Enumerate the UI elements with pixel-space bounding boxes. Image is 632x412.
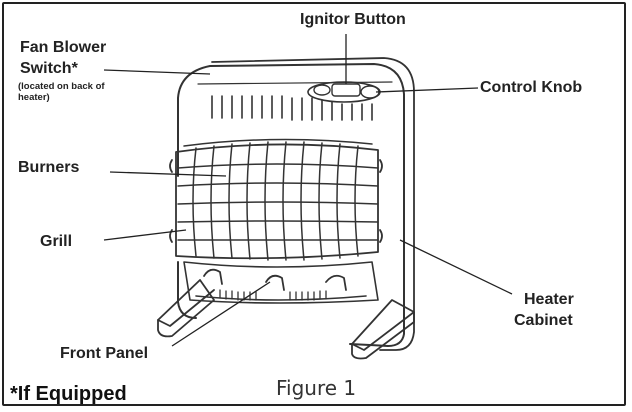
label-burners: Burners (18, 159, 80, 176)
right-leg (351, 299, 415, 360)
front-panel (183, 261, 379, 304)
label-control-knob: Control Knob (480, 79, 583, 96)
leader-burners (109, 171, 227, 177)
label-fan-blower-line1: Fan Blower (20, 39, 107, 56)
leader-grill (103, 229, 187, 241)
leader-fan-blower (103, 69, 211, 75)
label-fan-blower-note-line1: (located on back of (18, 81, 105, 92)
cabinet-front (177, 63, 405, 347)
label-front-panel: Front Panel (60, 345, 149, 362)
top-louvers (211, 95, 373, 121)
leader-heater-cabinet (399, 239, 513, 295)
label-grill: Grill (40, 233, 73, 250)
footnote: *If Equipped (10, 383, 127, 405)
leader-lines (103, 34, 513, 347)
cabinet-side (211, 57, 415, 351)
label-heater-cabinet-line2: Cabinet (514, 312, 573, 329)
label-heater-cabinet-line1: Heater (524, 291, 574, 308)
leader-front-panel (171, 281, 271, 347)
figure-border (2, 2, 626, 406)
label-fan-blower-note-line2: heater) (18, 92, 50, 103)
figure-caption: Figure 1 (276, 376, 357, 400)
leader-control-knob (375, 87, 479, 93)
left-leg (157, 279, 215, 338)
label-fan-blower-line2: Switch* (20, 60, 78, 77)
label-ignitor-button: Ignitor Button (300, 11, 406, 28)
control-housing (307, 81, 381, 103)
grill (169, 138, 383, 261)
